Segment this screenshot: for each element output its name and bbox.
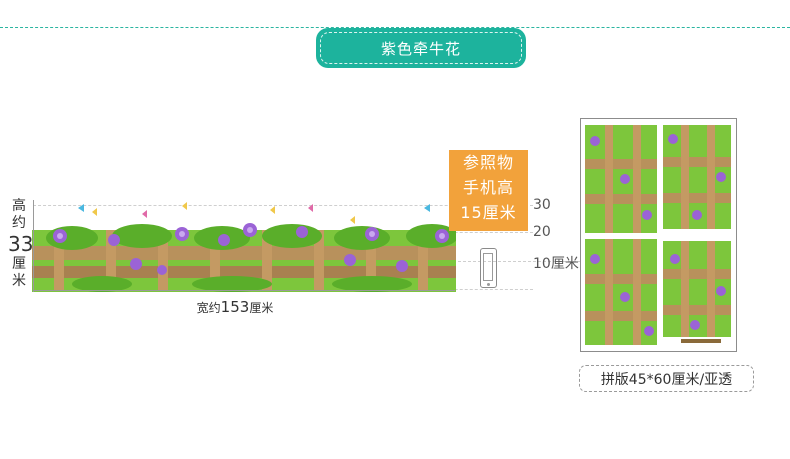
width-label-prefix: 宽约: [196, 301, 221, 315]
height-unit-line2: 米: [12, 273, 26, 289]
height-value: 33: [8, 232, 34, 256]
reference-note: 参照物 手机高 15厘米: [449, 150, 528, 231]
width-value: 153: [220, 298, 250, 316]
height-label-line2: 约: [12, 215, 26, 231]
scale-mark-10: 10厘米: [533, 256, 579, 272]
sticker-sheet-art: [585, 125, 731, 346]
height-dimension-line: [33, 200, 34, 292]
width-label: 宽约153厘米: [150, 298, 320, 316]
title-banner: 紫色牵牛花: [316, 28, 526, 68]
scale-mark-30: 30: [533, 197, 551, 213]
reference-line3: 15厘米: [460, 203, 517, 222]
fence-flower-mural: [32, 202, 456, 292]
reference-line1: 参照物: [462, 153, 514, 172]
guide-line-30: [33, 205, 533, 206]
reference-line2: 手机高: [462, 178, 514, 197]
width-unit: 厘米: [249, 301, 274, 315]
width-dimension-line: [33, 290, 455, 291]
phone-icon: [480, 248, 497, 288]
height-label-line1: 高: [12, 198, 26, 214]
sticker-sheet-preview: [580, 118, 737, 352]
page-title: 紫色牵牛花: [380, 39, 461, 58]
top-divider: [0, 27, 790, 28]
spec-label: 拼版45*60厘米/亚透: [579, 365, 754, 392]
scale-mark-20: 20: [533, 224, 551, 240]
height-unit-line1: 厘: [12, 256, 26, 272]
height-label: 高 约 33 厘 米: [8, 198, 34, 290]
